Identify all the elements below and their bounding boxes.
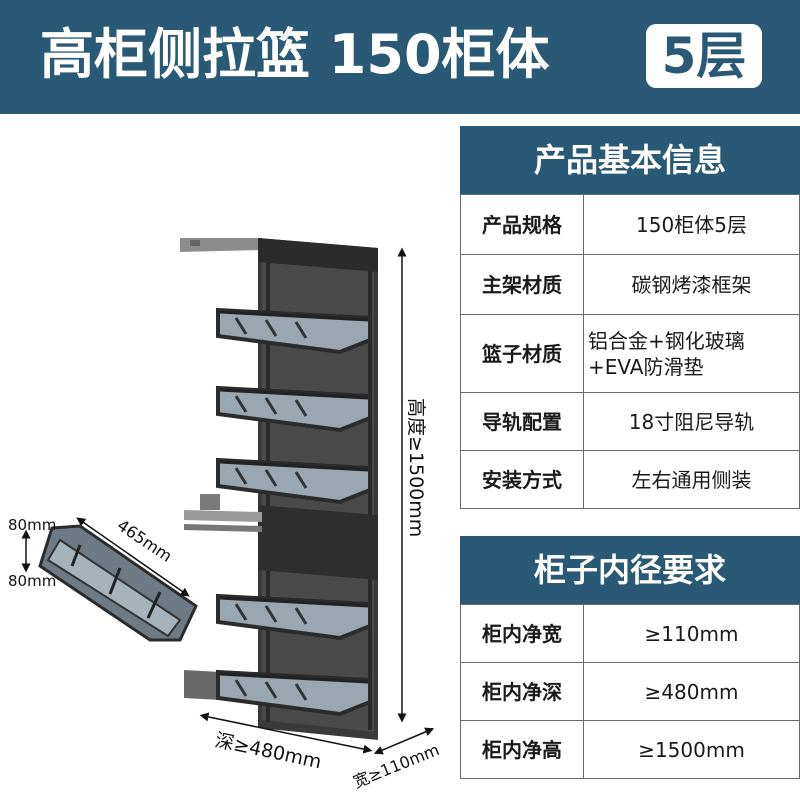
row-label: 篮子材质 bbox=[460, 314, 584, 393]
table-row: 安装方式 左右通用侧装 bbox=[460, 450, 800, 509]
row-label: 柜内净深 bbox=[460, 662, 584, 721]
basket-detail: 465mm 80mm 80mm bbox=[8, 516, 198, 642]
cabinet-requirement-table: 柜内净宽 ≥110mm 柜内净深 ≥480mm 柜内净高 ≥1500mm bbox=[460, 604, 800, 779]
row-label: 主架材质 bbox=[460, 254, 584, 315]
row-value: ≥1500mm bbox=[583, 720, 800, 779]
basket-4 bbox=[216, 593, 372, 641]
height-dimension: 高度≥1500mm bbox=[397, 247, 427, 723]
cabinet-requirement-panel: 柜子内径要求 柜内净宽 ≥110mm 柜内净深 ≥480mm 柜内净高 ≥150… bbox=[460, 536, 800, 779]
table-row: 导轨配置 18寸阻尼导轨 bbox=[460, 392, 800, 451]
row-value: 铝合金+钢化玻璃+EVA防滑垫 bbox=[583, 314, 800, 393]
width-dimension: 宽≥110mm bbox=[350, 727, 442, 792]
row-value: 18寸阻尼导轨 bbox=[583, 392, 800, 451]
row-value: 碳钢烤漆框架 bbox=[583, 254, 800, 315]
width-label: 宽≥110mm bbox=[350, 740, 442, 792]
row-label: 安装方式 bbox=[460, 450, 584, 509]
row-value: 左右通用侧装 bbox=[583, 450, 800, 509]
page-title: 高柜侧拉篮 150柜体 bbox=[40, 23, 550, 86]
product-info-panel: 产品基本信息 产品规格 150柜体5层 主架材质 碳钢烤漆框架 篮子材质 铝合金… bbox=[460, 126, 800, 509]
row-label: 导轨配置 bbox=[460, 392, 584, 451]
row-label: 柜内净宽 bbox=[460, 604, 584, 663]
basket-width-label: 80mm bbox=[8, 516, 56, 534]
table-row: 主架材质 碳钢烤漆框架 bbox=[460, 254, 800, 315]
depth-label: 深≥480mm bbox=[213, 729, 323, 773]
product-info-table: 产品规格 150柜体5层 主架材质 碳钢烤漆框架 篮子材质 铝合金+钢化玻璃+E… bbox=[460, 194, 800, 509]
row-value: ≥110mm bbox=[583, 604, 800, 663]
basket-height-label: 80mm bbox=[8, 572, 56, 590]
slide-rails bbox=[184, 494, 262, 700]
table-row: 篮子材质 铝合金+钢化玻璃+EVA防滑垫 bbox=[460, 314, 800, 393]
row-label: 柜内净高 bbox=[460, 720, 584, 779]
product-info-title: 产品基本信息 bbox=[460, 126, 800, 194]
table-row: 产品规格 150柜体5层 bbox=[460, 194, 800, 255]
header-banner: 高柜侧拉篮 150柜体 5层 bbox=[0, 0, 800, 114]
table-row: 柜内净宽 ≥110mm bbox=[460, 604, 800, 663]
row-value: 150柜体5层 bbox=[583, 194, 800, 255]
basket-5 bbox=[216, 669, 372, 717]
height-label: 高度≥1500mm bbox=[405, 398, 427, 537]
layer-count-badge: 5层 bbox=[646, 24, 762, 88]
cabinet-requirement-title: 柜子内径要求 bbox=[460, 536, 800, 604]
row-value: ≥480mm bbox=[583, 662, 800, 721]
table-row: 柜内净深 ≥480mm bbox=[460, 662, 800, 721]
table-row: 柜内净高 ≥1500mm bbox=[460, 720, 800, 779]
row-label: 产品规格 bbox=[460, 194, 584, 255]
basket-2 bbox=[216, 385, 372, 433]
top-bracket bbox=[180, 238, 262, 252]
basket-3 bbox=[216, 457, 372, 505]
basket-1 bbox=[216, 307, 372, 355]
